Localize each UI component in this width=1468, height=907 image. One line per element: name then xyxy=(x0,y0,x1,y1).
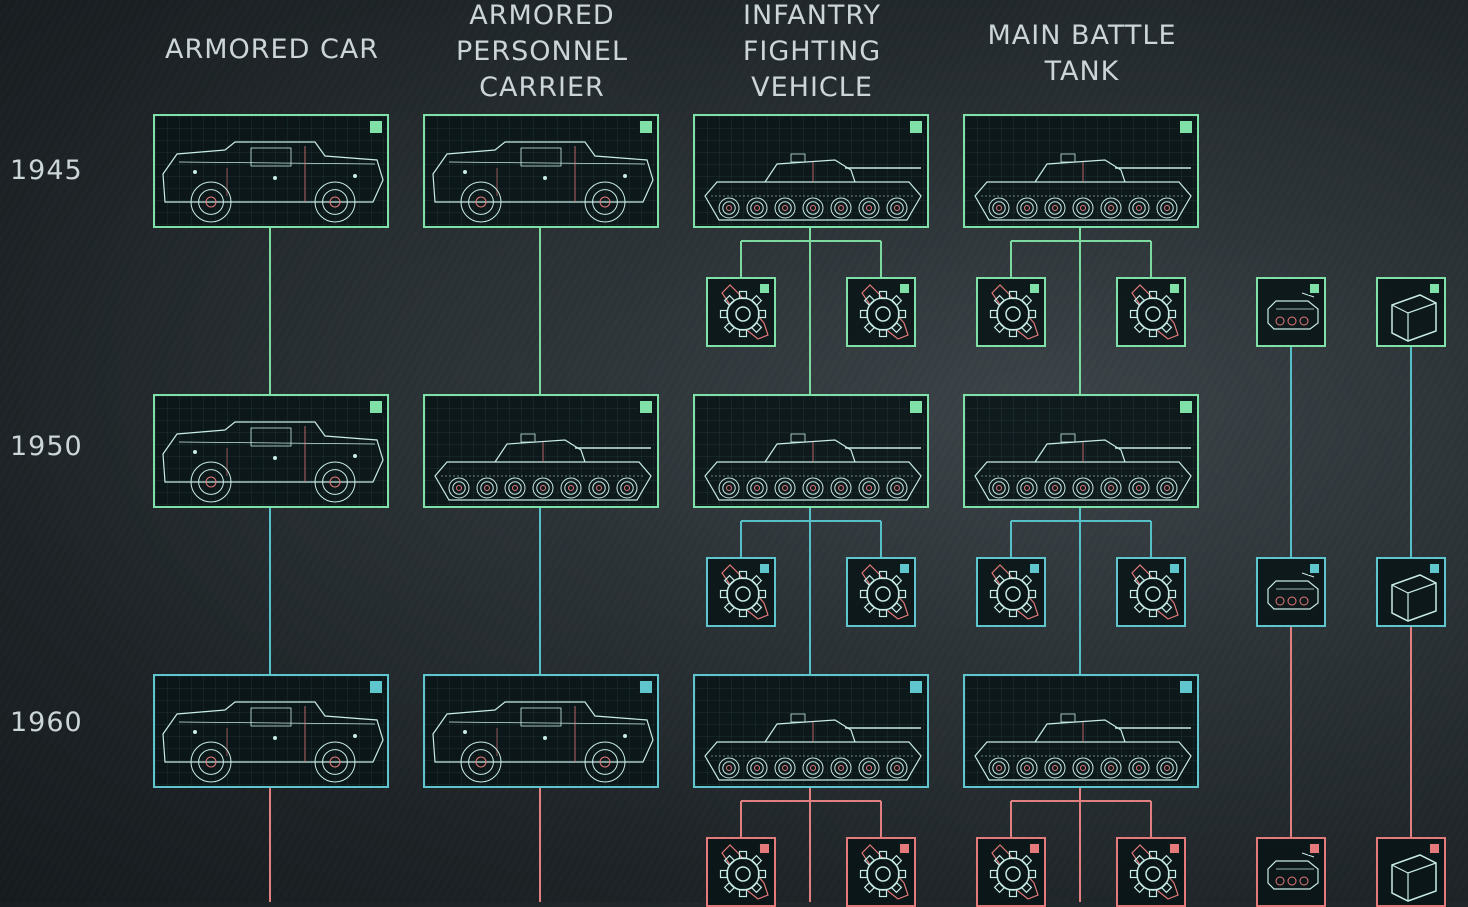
upgrade-card-gear[interactable] xyxy=(976,557,1046,627)
vehicle-card-pt-85[interactable] xyxy=(693,674,929,788)
upgrade-card-gear[interactable] xyxy=(706,277,776,347)
unlock-status-icon xyxy=(1028,842,1041,855)
vehicle-blueprint-drawing xyxy=(155,116,387,226)
unlock-status-icon xyxy=(898,562,911,575)
unlock-status-icon xyxy=(368,119,384,135)
unlock-status-icon xyxy=(1168,562,1181,575)
unlock-status-icon xyxy=(638,119,654,135)
unlock-status-icon xyxy=(1178,119,1194,135)
unlock-status-icon xyxy=(1178,399,1194,415)
unlock-status-icon xyxy=(898,282,911,295)
unlock-status-icon xyxy=(368,679,384,695)
vehicle-blueprint-drawing xyxy=(695,396,927,506)
vehicle-card-t-54-1[interactable] xyxy=(963,394,1199,508)
unlock-status-icon xyxy=(1028,282,1041,295)
upgrade-card-engine[interactable] xyxy=(1256,277,1326,347)
upgrade-card-gear[interactable] xyxy=(976,837,1046,907)
unlock-status-icon xyxy=(1428,562,1441,575)
vehicle-card-btr-60[interactable] xyxy=(423,674,659,788)
upgrade-card-gear[interactable] xyxy=(706,557,776,627)
vehicle-card-t-34-85[interactable] xyxy=(963,114,1199,228)
upgrade-card-gear[interactable] xyxy=(1116,557,1186,627)
unlock-status-icon xyxy=(638,399,654,415)
vehicle-card-btr-40[interactable] xyxy=(423,114,659,228)
upgrade-card-gear[interactable] xyxy=(846,837,916,907)
unlock-status-icon xyxy=(758,842,771,855)
upgrade-card-gear[interactable] xyxy=(976,277,1046,347)
vehicle-blueprint-drawing xyxy=(965,116,1197,226)
unlock-status-icon xyxy=(1168,842,1181,855)
vehicle-card-t-70[interactable] xyxy=(693,114,929,228)
upgrade-card-engine[interactable] xyxy=(1256,557,1326,627)
unlock-status-icon xyxy=(898,842,911,855)
unlock-status-icon xyxy=(908,679,924,695)
upgrade-card-engine[interactable] xyxy=(1256,837,1326,907)
upgrade-card-armor[interactable] xyxy=(1376,557,1446,627)
unlock-status-icon xyxy=(368,399,384,415)
vehicle-blueprint-drawing xyxy=(965,676,1197,786)
vehicle-card-brdm-2[interactable] xyxy=(153,674,389,788)
upgrade-card-gear[interactable] xyxy=(706,837,776,907)
vehicle-card-btr-40b[interactable] xyxy=(153,114,389,228)
upgrade-card-gear[interactable] xyxy=(846,557,916,627)
unlock-status-icon xyxy=(758,562,771,575)
upgrade-card-armor[interactable] xyxy=(1376,277,1446,347)
unlock-status-icon xyxy=(1178,679,1194,695)
vehicle-blueprint-drawing xyxy=(425,676,657,786)
vehicle-blueprint-drawing xyxy=(155,676,387,786)
upgrade-card-gear[interactable] xyxy=(846,277,916,347)
unlock-status-icon xyxy=(908,399,924,415)
unlock-status-icon xyxy=(1028,562,1041,575)
upgrade-card-armor[interactable] xyxy=(1376,837,1446,907)
unlock-status-icon xyxy=(1428,282,1441,295)
vehicle-card-brdm-1[interactable] xyxy=(153,394,389,508)
vehicle-blueprint-drawing xyxy=(695,676,927,786)
vehicle-blueprint-drawing xyxy=(965,396,1197,506)
vehicle-blueprint-drawing xyxy=(425,396,657,506)
unlock-status-icon xyxy=(1168,282,1181,295)
unlock-status-icon xyxy=(908,119,924,135)
vehicle-card-pt-76[interactable] xyxy=(693,394,929,508)
unlock-status-icon xyxy=(758,282,771,295)
unlock-status-icon xyxy=(1308,282,1321,295)
upgrade-card-gear[interactable] xyxy=(1116,277,1186,347)
vehicle-blueprint-drawing xyxy=(425,116,657,226)
unlock-status-icon xyxy=(1428,842,1441,855)
vehicle-blueprint-drawing xyxy=(155,396,387,506)
unlock-status-icon xyxy=(1308,562,1321,575)
vehicle-card-t-60b[interactable] xyxy=(963,674,1199,788)
upgrade-card-gear[interactable] xyxy=(1116,837,1186,907)
vehicle-blueprint-drawing xyxy=(695,116,927,226)
unlock-status-icon xyxy=(638,679,654,695)
vehicle-card-btr-50pk[interactable] xyxy=(423,394,659,508)
unlock-status-icon xyxy=(1308,842,1321,855)
